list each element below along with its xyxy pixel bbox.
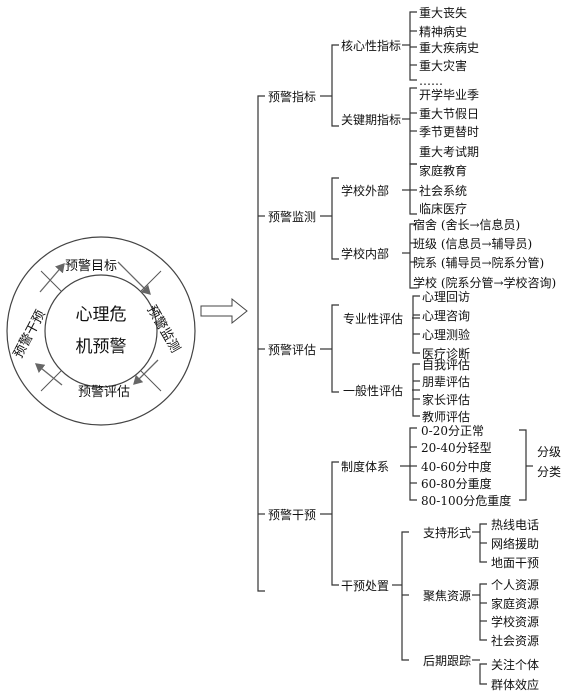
flow-arrow-icon bbox=[34, 363, 63, 386]
leaf: 80-100分危重度 bbox=[421, 493, 511, 508]
flow-arrow-icon bbox=[117, 261, 151, 295]
leaf: 朋辈评估 bbox=[422, 375, 470, 389]
leaf: 学校 (院系分管→学校咨询) bbox=[413, 275, 556, 290]
l2-disposal: 干预处置 bbox=[341, 579, 389, 593]
cycle-center-line1: 心理危 bbox=[76, 305, 127, 325]
leaf: 教师评估 bbox=[422, 409, 470, 424]
l1-intervention: 预警干预 bbox=[268, 507, 316, 522]
leaf: 自我评估 bbox=[422, 358, 470, 372]
leaf: 社会资源 bbox=[491, 633, 539, 648]
l2-core-indicators: 核心性指标 bbox=[341, 38, 401, 53]
leaf: 精神病史 bbox=[419, 24, 467, 39]
leaf: 家长评估 bbox=[422, 392, 470, 407]
cycle-stage-bottom: 预警评估 bbox=[78, 384, 130, 400]
leaf: 60-80分重度 bbox=[421, 476, 492, 491]
grading-note-line1: 分级 bbox=[537, 445, 561, 459]
l3-support-forms: 支持形式 bbox=[423, 525, 471, 540]
leaf: 重大疾病史 bbox=[419, 40, 479, 55]
leaf: 院系 (辅导员→院系分管) bbox=[413, 255, 544, 270]
leaf: 心理测验 bbox=[422, 327, 470, 342]
ring-divider bbox=[40, 270, 62, 292]
l2-professional-assessment: 专业性评估 bbox=[343, 311, 403, 326]
tree-connectors bbox=[257, 11, 533, 685]
leaf: …… bbox=[419, 74, 443, 88]
cycle-stage-top: 预警目标 bbox=[65, 258, 117, 274]
leaf: 重大考试期 bbox=[419, 144, 479, 159]
cycle-center-line2: 机预警 bbox=[76, 337, 127, 357]
leaf: 学校资源 bbox=[491, 614, 539, 629]
leaf: 重大丧失 bbox=[419, 5, 467, 20]
l2-key-period-indicators: 关键期指标 bbox=[341, 112, 401, 127]
leaf: 心理回访 bbox=[422, 290, 470, 304]
right-arrow-icon bbox=[200, 297, 248, 325]
leaf: 重大节假日 bbox=[419, 107, 479, 121]
leaf: 40-60分中度 bbox=[421, 459, 492, 474]
leaf: 重大灾害 bbox=[419, 58, 467, 73]
leaf: 群体效应 bbox=[491, 677, 539, 692]
tree-labels: 预警指标 预警监测 预警评估 预警干预 核心性指标 重大丧失 精神病史 重大疾病… bbox=[268, 5, 561, 692]
leaf: 心理咨询 bbox=[422, 308, 470, 323]
l2-general-assessment: 一般性评估 bbox=[343, 383, 403, 398]
l2-school-external: 学校外部 bbox=[341, 183, 389, 198]
l2-school-internal: 学校内部 bbox=[341, 246, 389, 261]
leaf: 网络援助 bbox=[491, 536, 539, 551]
cycle-stage-right: 预警监测 bbox=[144, 302, 184, 355]
l1-assessment: 预警评估 bbox=[268, 342, 316, 357]
leaf: 0-20分正常 bbox=[421, 424, 484, 438]
flow-arrow-icon bbox=[39, 263, 65, 293]
leaf: 宿舍 (舍长→信息员) bbox=[413, 217, 520, 232]
leaf: 热线电话 bbox=[491, 518, 539, 532]
inner-circle bbox=[44, 274, 158, 388]
grading-note-line2: 分类 bbox=[537, 465, 561, 479]
l1-monitoring: 预警监测 bbox=[268, 209, 316, 224]
flow-arrow-icon bbox=[133, 359, 159, 385]
leaf: 季节更替时 bbox=[419, 125, 479, 139]
leaf: 社会系统 bbox=[419, 183, 467, 198]
leaf: 医疗诊断 bbox=[422, 346, 470, 361]
cycle-stage-left: 预警干预 bbox=[10, 307, 49, 360]
leaf: 关注个体 bbox=[491, 657, 539, 672]
outer-ring bbox=[6, 236, 196, 426]
ring-divider bbox=[40, 370, 62, 392]
leaf: 家庭教育 bbox=[419, 163, 467, 178]
leaf: 20-40分轻型 bbox=[421, 441, 492, 455]
l2-system: 制度体系 bbox=[341, 459, 389, 474]
l3-follow-up: 后期跟踪 bbox=[423, 654, 471, 668]
leaf: 地面干预 bbox=[491, 556, 539, 570]
leaf: 个人资源 bbox=[491, 578, 539, 592]
l1-indicators: 预警指标 bbox=[268, 89, 316, 104]
leaf: 家庭资源 bbox=[491, 596, 539, 611]
leaf: 开学毕业季 bbox=[419, 87, 479, 102]
cycle-diagram: 心理危 机预警 预警目标 预警评估 预警监测 预警干预 bbox=[6, 236, 196, 426]
leaf: 班级 (信息员→辅导员) bbox=[413, 236, 532, 251]
leaf: 临床医疗 bbox=[419, 202, 467, 216]
l3-focus-resources: 聚焦资源 bbox=[423, 589, 471, 603]
